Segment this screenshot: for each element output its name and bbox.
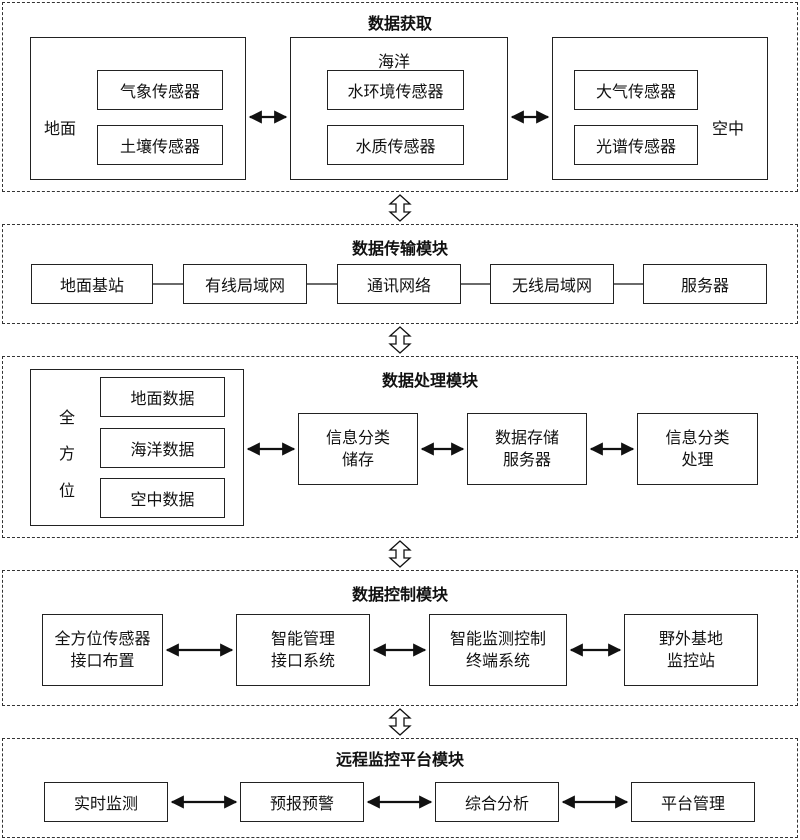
air-label: 空中 (712, 119, 745, 138)
acquisition-title: 数据获取 (367, 14, 432, 33)
control-section (2, 570, 798, 706)
node-ground-station: 地面基站 (31, 264, 153, 304)
data-air: 空中数据 (100, 478, 225, 518)
section-link-4-5 (388, 708, 412, 736)
control-title: 数据控制模块 (351, 585, 448, 604)
section-link-3-4 (388, 540, 412, 568)
platform-section (2, 738, 798, 838)
data-ocean: 海洋数据 (100, 428, 225, 468)
node-info-classify-process: 信息分类 处理 (637, 413, 758, 485)
node-sensor-interface: 全方位传感器 接口布置 (42, 614, 163, 686)
node-data-storage-server: 数据存储 服务器 (467, 413, 587, 485)
node-realtime-monitor: 实时监测 (44, 782, 168, 822)
section-link-2-3 (388, 326, 412, 354)
node-field-base: 野外基地 监控站 (624, 614, 758, 686)
processing-title: 数据处理模块 (381, 371, 478, 390)
node-forecast-warning: 预报预警 (240, 782, 364, 822)
node-comprehensive-analysis: 综合分析 (435, 782, 559, 822)
processing-section (2, 356, 798, 538)
all-direction-char-2: 方 (59, 444, 76, 463)
ocean-label: 海洋 (378, 52, 411, 71)
node-comm-network: 通讯网络 (337, 264, 461, 304)
sensor-water-env: 水环境传感器 (327, 70, 464, 110)
sensor-atmosphere: 大气传感器 (574, 70, 698, 110)
sensor-soil: 土壤传感器 (97, 125, 223, 165)
transmission-section (2, 224, 798, 324)
all-direction-char-3: 位 (59, 481, 76, 500)
node-wireless-lan: 无线局域网 (490, 264, 614, 304)
sensor-spectrum: 光谱传感器 (574, 125, 698, 165)
node-smart-management: 智能管理 接口系统 (236, 614, 370, 686)
all-direction-char-1: 全 (59, 408, 76, 427)
node-smart-monitoring: 智能监测控制 终端系统 (429, 614, 567, 686)
acquisition-section (2, 2, 798, 192)
sensor-water-quality: 水质传感器 (327, 125, 464, 165)
platform-title: 远程监控平台模块 (335, 750, 464, 769)
node-server: 服务器 (643, 264, 767, 304)
section-link-1-2 (388, 194, 412, 222)
transmission-title: 数据传输模块 (351, 239, 448, 258)
ground-label: 地面 (44, 119, 77, 138)
data-ground: 地面数据 (100, 377, 225, 417)
node-info-classify-store: 信息分类 储存 (298, 413, 418, 485)
node-platform-management: 平台管理 (631, 782, 755, 822)
sensor-weather: 气象传感器 (97, 70, 223, 110)
node-wired-lan: 有线局域网 (183, 264, 307, 304)
